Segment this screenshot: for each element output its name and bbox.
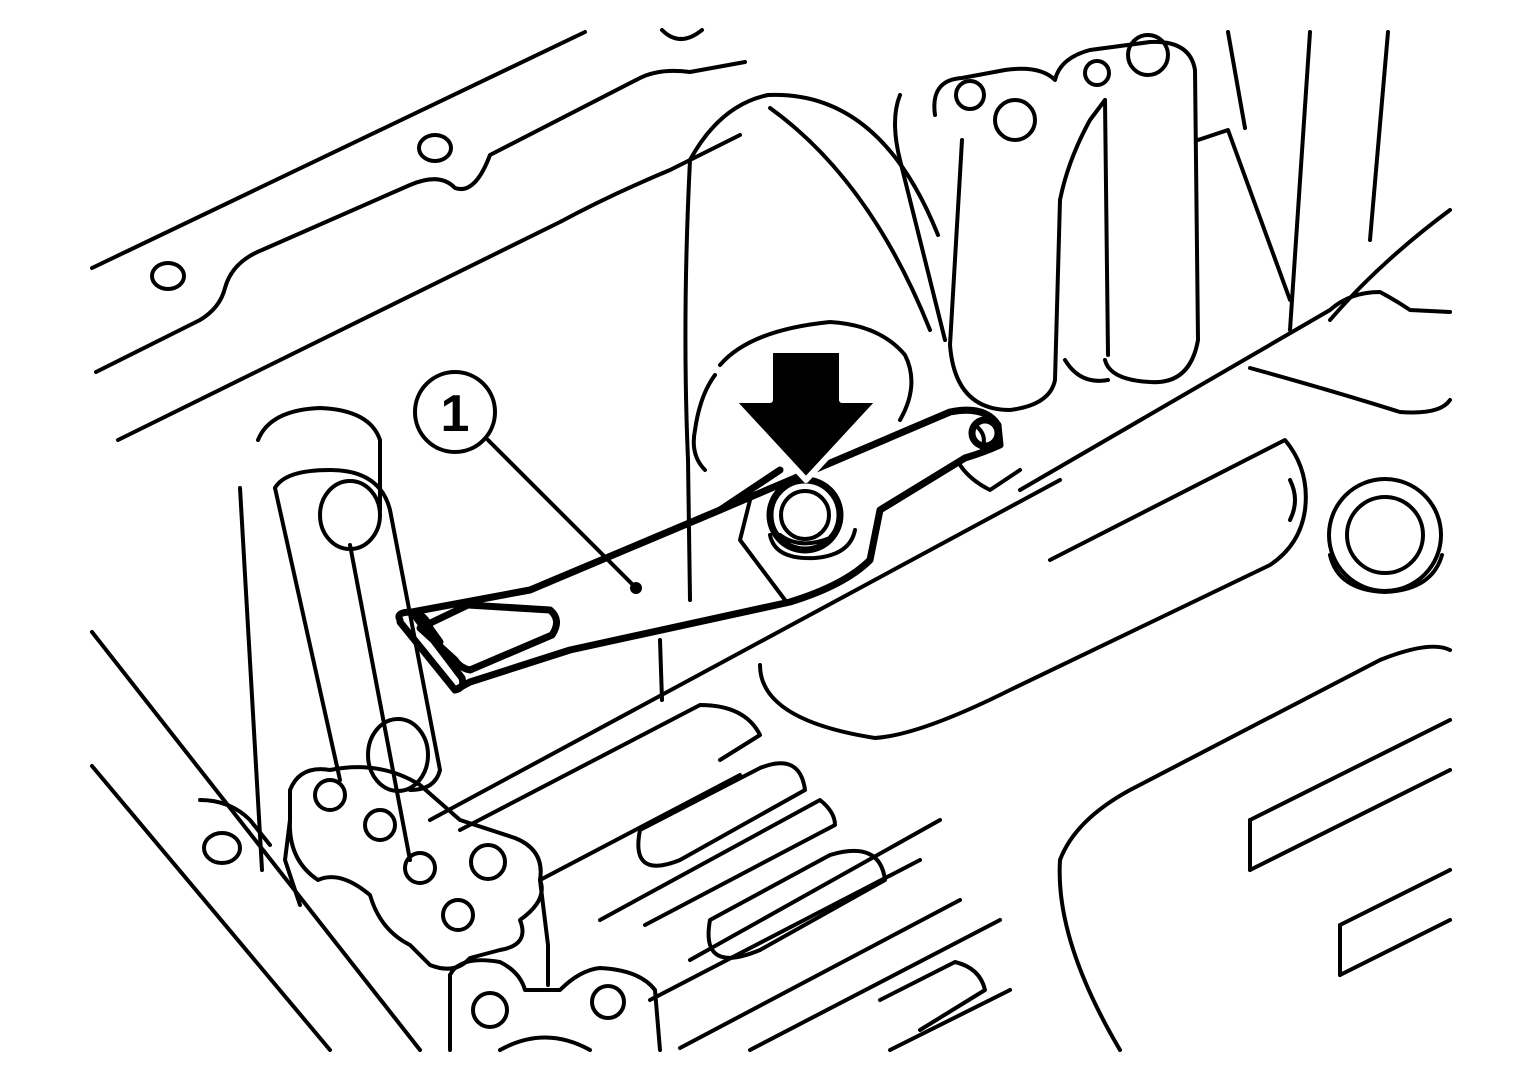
direction-arrow xyxy=(729,347,883,483)
leader-line xyxy=(486,438,638,590)
mounting-bolt xyxy=(691,320,914,561)
upper-housing-flange xyxy=(90,28,747,442)
port-hole xyxy=(403,851,437,885)
bolt-hole xyxy=(150,261,186,291)
lower-right-contour xyxy=(1057,644,1452,1052)
bolt-hole xyxy=(417,133,453,163)
cylinder-tower xyxy=(893,30,1390,412)
slot xyxy=(636,761,807,868)
diagonal-plate xyxy=(428,478,1062,1052)
down-arrow-icon xyxy=(729,347,883,483)
housing-boss xyxy=(658,92,940,702)
slot xyxy=(706,848,887,960)
callout-circle xyxy=(413,370,497,454)
valve-block xyxy=(283,765,662,1052)
callout-1: 1 xyxy=(413,370,642,594)
port-hole xyxy=(363,808,397,842)
pivot-hole xyxy=(318,479,382,551)
pin xyxy=(968,416,1002,450)
link-slot xyxy=(238,406,442,872)
port-hole xyxy=(1126,33,1170,77)
port-hole xyxy=(313,778,347,812)
port-hole xyxy=(954,79,986,111)
port-hole xyxy=(1083,59,1111,87)
round-boss-inner xyxy=(1345,495,1425,575)
port-hole xyxy=(993,98,1037,142)
leader-dot xyxy=(630,582,642,594)
port-hole xyxy=(471,991,509,1029)
port-hole xyxy=(441,898,475,932)
right-housing xyxy=(758,208,1452,740)
callout-number: 1 xyxy=(441,385,470,443)
left-lower-structure xyxy=(90,630,422,1052)
detent-lever xyxy=(395,406,1022,694)
bolt-head-top xyxy=(779,489,831,541)
bolt-hole xyxy=(202,831,242,865)
port-hole xyxy=(469,843,507,881)
port-hole xyxy=(590,984,626,1020)
pivot-hole xyxy=(366,717,430,793)
